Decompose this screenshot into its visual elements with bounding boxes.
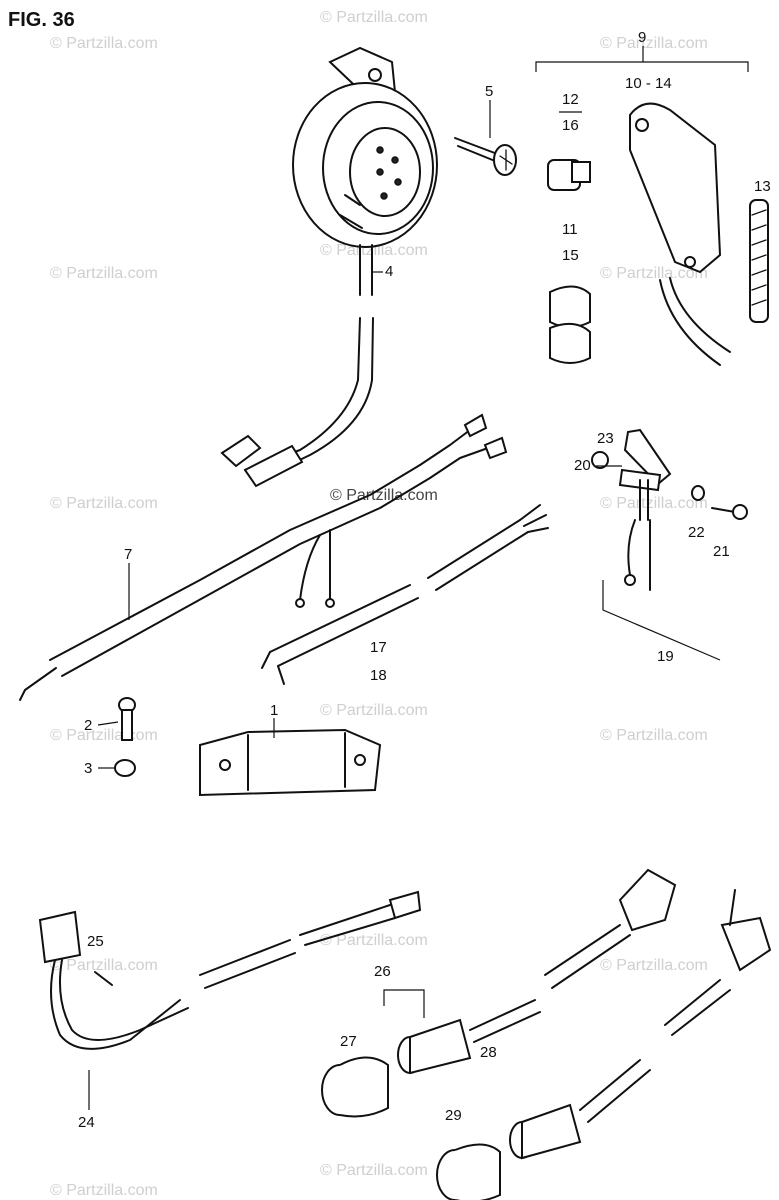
- part-21-bolt: [711, 504, 748, 520]
- part-3-washer: [114, 759, 136, 777]
- callout-22: 22: [688, 524, 705, 541]
- callout-18: 18: [370, 667, 387, 684]
- watermark: © Partzilla.com: [320, 242, 428, 259]
- callout-10-14: 10 - 14: [625, 75, 672, 92]
- part-24-switch-harness: [38, 890, 422, 1050]
- callout-25: 25: [87, 933, 104, 950]
- watermark: © Partzilla.com: [320, 9, 428, 26]
- callout-labels: 1 2 3 4 5 7 9 10 - 14 11 12 13 15 16 17 …: [78, 29, 771, 1131]
- callout-13: 13: [754, 178, 771, 195]
- callout-15: 15: [562, 247, 579, 264]
- callout-16: 16: [562, 117, 579, 134]
- callout-24: 24: [78, 1114, 95, 1131]
- part-22-washer: [691, 485, 705, 501]
- part-4-coil-assembly: [220, 46, 438, 488]
- watermark-layer: © Partzilla.com © Partzilla.com © Partzi…: [50, 9, 708, 1199]
- callout-23: 23: [597, 430, 614, 447]
- callout-1: 1: [270, 702, 278, 719]
- watermark: © Partzilla.com: [600, 957, 708, 974]
- part-12-bolt: [547, 159, 591, 191]
- callout-12: 12: [562, 91, 579, 108]
- watermark: © Partzilla.com: [600, 265, 708, 282]
- callout-28: 28: [480, 1044, 497, 1061]
- callout-26: 26: [374, 963, 391, 980]
- center-watermark: © Partzilla.com: [330, 487, 438, 504]
- part-7-harness: [19, 413, 508, 701]
- callout-11: 11: [562, 221, 578, 238]
- watermark: © Partzilla.com: [320, 702, 428, 719]
- callout-20: 20: [574, 457, 591, 474]
- callout-9: 9: [638, 29, 646, 46]
- figure-title: FIG. 36: [8, 9, 75, 31]
- callout-21: 21: [713, 543, 730, 560]
- part-23-nut: [591, 451, 609, 469]
- part-28-connector: [397, 868, 677, 1075]
- callout-19: 19: [657, 648, 674, 665]
- leader-2: [97, 721, 119, 726]
- part-1-cdi-unit: [199, 728, 382, 797]
- leader-19: [602, 580, 721, 661]
- part-27-connector-cap: [321, 1056, 389, 1118]
- part-2-screw: [118, 697, 136, 741]
- part-20-regulator: [618, 428, 672, 591]
- callout-7: 7: [124, 546, 132, 563]
- callout-5: 5: [485, 83, 493, 100]
- leader-26: [383, 989, 425, 1018]
- watermark: © Partzilla.com: [600, 495, 708, 512]
- part-5-screw: [454, 137, 517, 176]
- part-17-harness: [261, 504, 549, 685]
- leader-9: [535, 61, 749, 72]
- watermark: © Partzilla.com: [50, 265, 158, 282]
- callout-27: 27: [340, 1033, 357, 1050]
- watermark: © Partzilla.com: [50, 495, 158, 512]
- callout-17: 17: [370, 639, 387, 656]
- watermark: © Partzilla.com: [50, 957, 158, 974]
- watermark: © Partzilla.com: [600, 727, 708, 744]
- watermark: © Partzilla.com: [600, 35, 708, 52]
- callout-29: 29: [445, 1107, 462, 1124]
- part-13-tube: [749, 199, 769, 323]
- callout-2: 2: [84, 717, 92, 734]
- watermark: © Partzilla.com: [320, 932, 428, 949]
- watermark: © Partzilla.com: [50, 727, 158, 744]
- part-10-sensor-bracket: [629, 102, 731, 366]
- watermark: © Partzilla.com: [50, 35, 158, 52]
- callout-4: 4: [385, 263, 393, 280]
- watermark: © Partzilla.com: [50, 1182, 158, 1199]
- callout-3: 3: [84, 760, 92, 777]
- watermark: © Partzilla.com: [320, 1162, 428, 1179]
- part-11-clamp: [549, 285, 591, 364]
- part-29-connector: [436, 889, 772, 1200]
